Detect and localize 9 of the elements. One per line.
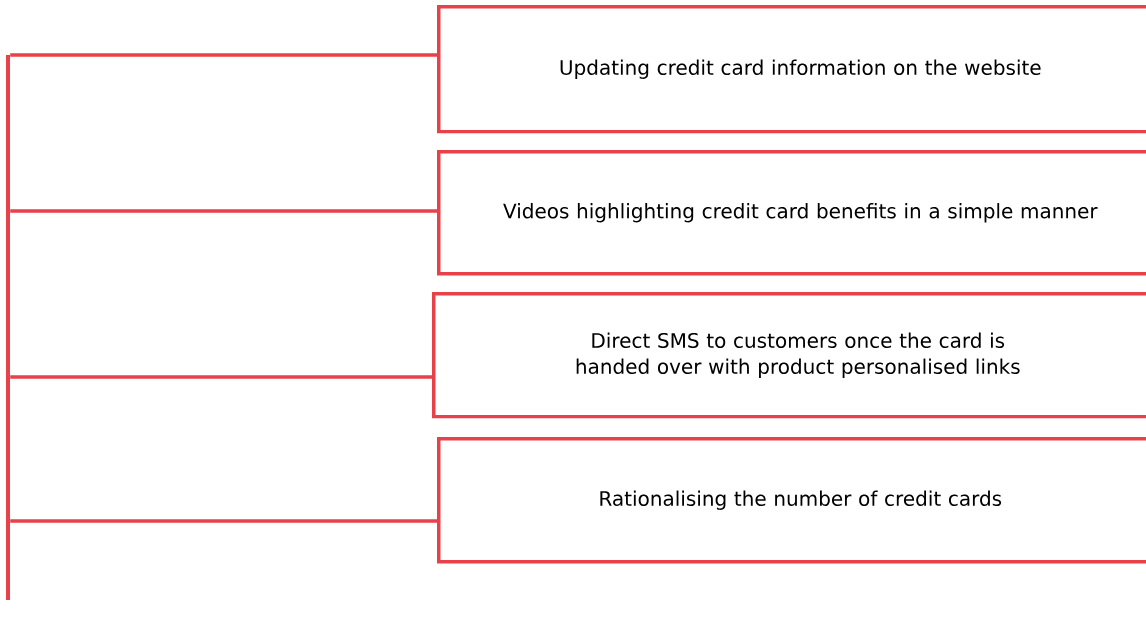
text-box: Rationalising the number of credit cards [437,437,1146,564]
text-box: Updating credit card information on the website [437,5,1146,134]
connector-line [10,375,432,379]
text-box: Direct SMS to customers once the card is handed over with product personalised links [432,292,1146,419]
connector-line [10,519,437,523]
text-box: Videos highlighting credit card benefits in a simple manner [437,150,1146,276]
connector-line [10,209,437,213]
vertical-bar [6,55,10,600]
connector-line [10,53,437,57]
